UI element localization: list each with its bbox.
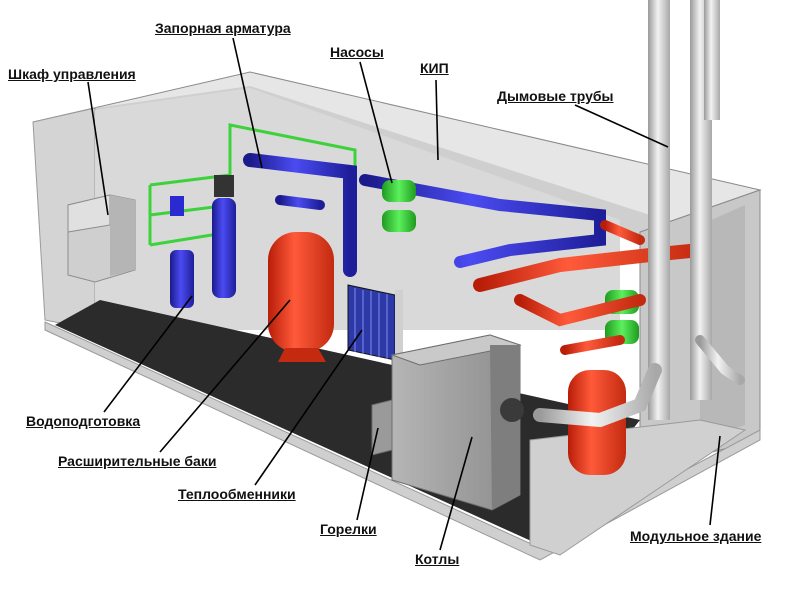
label-shutoff-valves: Запорная арматура <box>155 20 291 36</box>
chimneys <box>533 0 745 428</box>
blue-piping <box>243 153 606 335</box>
label-pumps: Насосы <box>330 44 384 60</box>
label-expansion-tanks: Расширительные баки <box>58 453 217 469</box>
heat-exchanger <box>347 284 403 365</box>
boiler <box>371 334 524 511</box>
control-cabinet <box>67 194 136 283</box>
label-instrumentation: КИП <box>420 60 449 76</box>
label-modular-building: Модульное здание <box>630 528 762 544</box>
label-boilers: Котлы <box>415 551 460 567</box>
label-water-treatment: Водоподготовка <box>26 413 141 429</box>
label-control-cabinet: Шкаф управления <box>8 66 136 82</box>
water-treatment-columns <box>170 175 236 308</box>
label-chimneys: Дымовые трубы <box>497 88 614 104</box>
label-burners: Горелки <box>320 521 377 537</box>
red-piping <box>473 220 707 355</box>
leader-lines <box>87 37 721 551</box>
label-heat-exchangers: Теплообменники <box>178 486 296 502</box>
expansion-tank <box>268 232 334 362</box>
